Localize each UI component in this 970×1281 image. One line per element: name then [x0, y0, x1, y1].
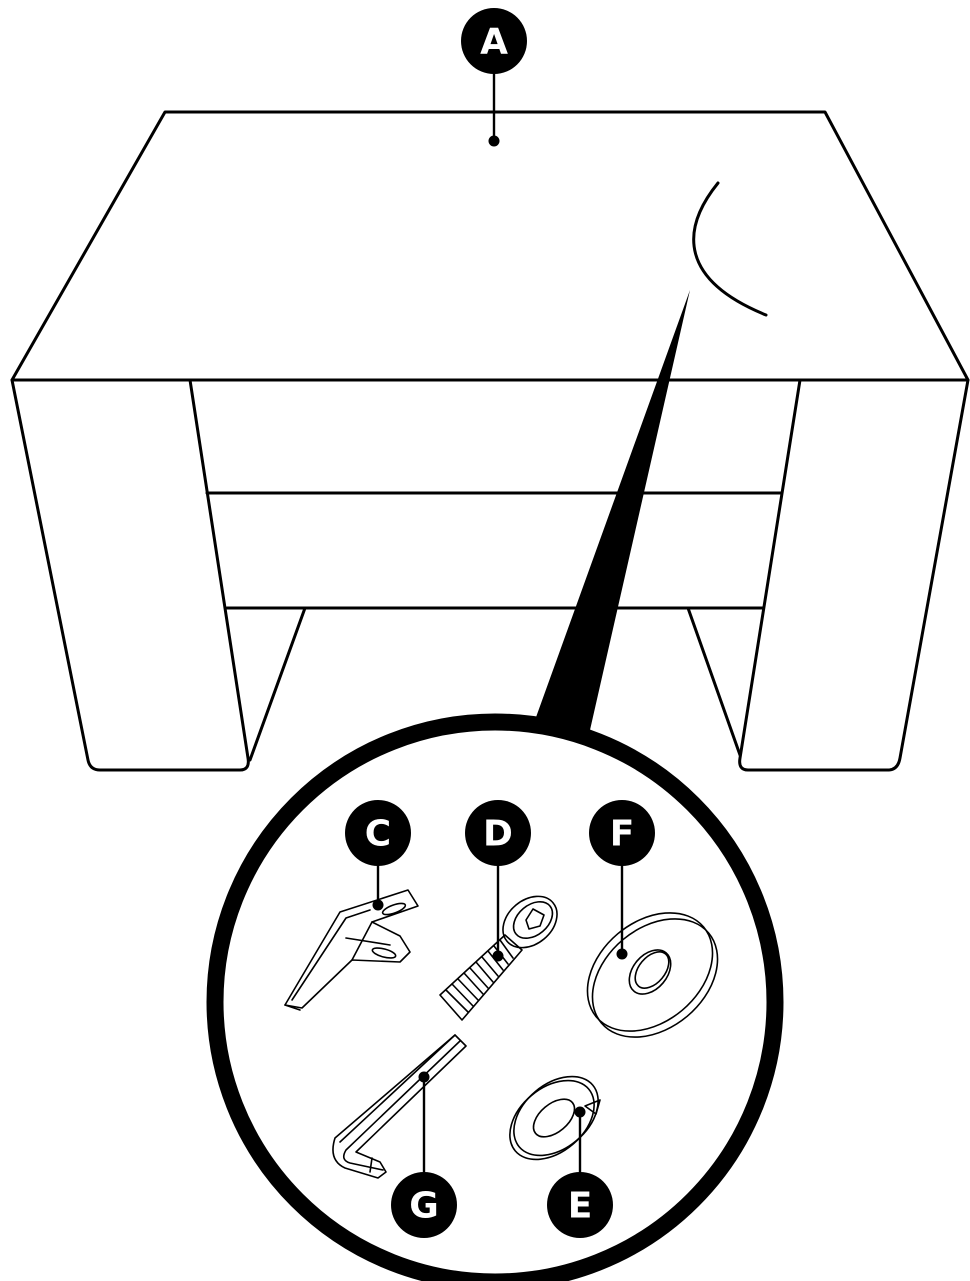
lock-washer-part-e — [509, 1075, 601, 1161]
leader-c-dot — [372, 899, 384, 911]
label-badge-g: G — [391, 1172, 457, 1238]
leader-d-dot — [492, 950, 504, 962]
leader-f-dot — [616, 948, 628, 960]
label-c-text: C — [365, 814, 391, 855]
label-a-text: A — [480, 22, 508, 63]
glare-curve — [692, 181, 768, 317]
leader-e-dot — [574, 1106, 586, 1118]
label-g-text: G — [409, 1186, 439, 1227]
zoom-pointer — [535, 290, 690, 730]
table-top — [10, 110, 970, 382]
leader-a-dot — [488, 135, 500, 147]
label-f-text: F — [610, 814, 635, 855]
label-badge-c: C — [345, 800, 411, 866]
label-badge-a: A — [461, 8, 527, 74]
label-badge-d: D — [465, 800, 531, 866]
right-leg — [738, 378, 970, 772]
left-inner-brace — [248, 606, 307, 762]
table-illustration — [10, 110, 970, 772]
leader-g-dot — [418, 1071, 430, 1083]
leader-lines — [372, 70, 628, 1175]
hex-key-part-g — [332, 1034, 467, 1179]
left-leg — [10, 378, 250, 772]
label-badge-e: E — [547, 1172, 613, 1238]
washer-part-f — [586, 912, 719, 1038]
right-inner-brace — [686, 606, 742, 757]
label-d-text: D — [483, 814, 513, 855]
label-badge-f: F — [589, 800, 655, 866]
label-e-text: E — [568, 1186, 593, 1227]
bracket-part-c — [284, 889, 419, 1011]
